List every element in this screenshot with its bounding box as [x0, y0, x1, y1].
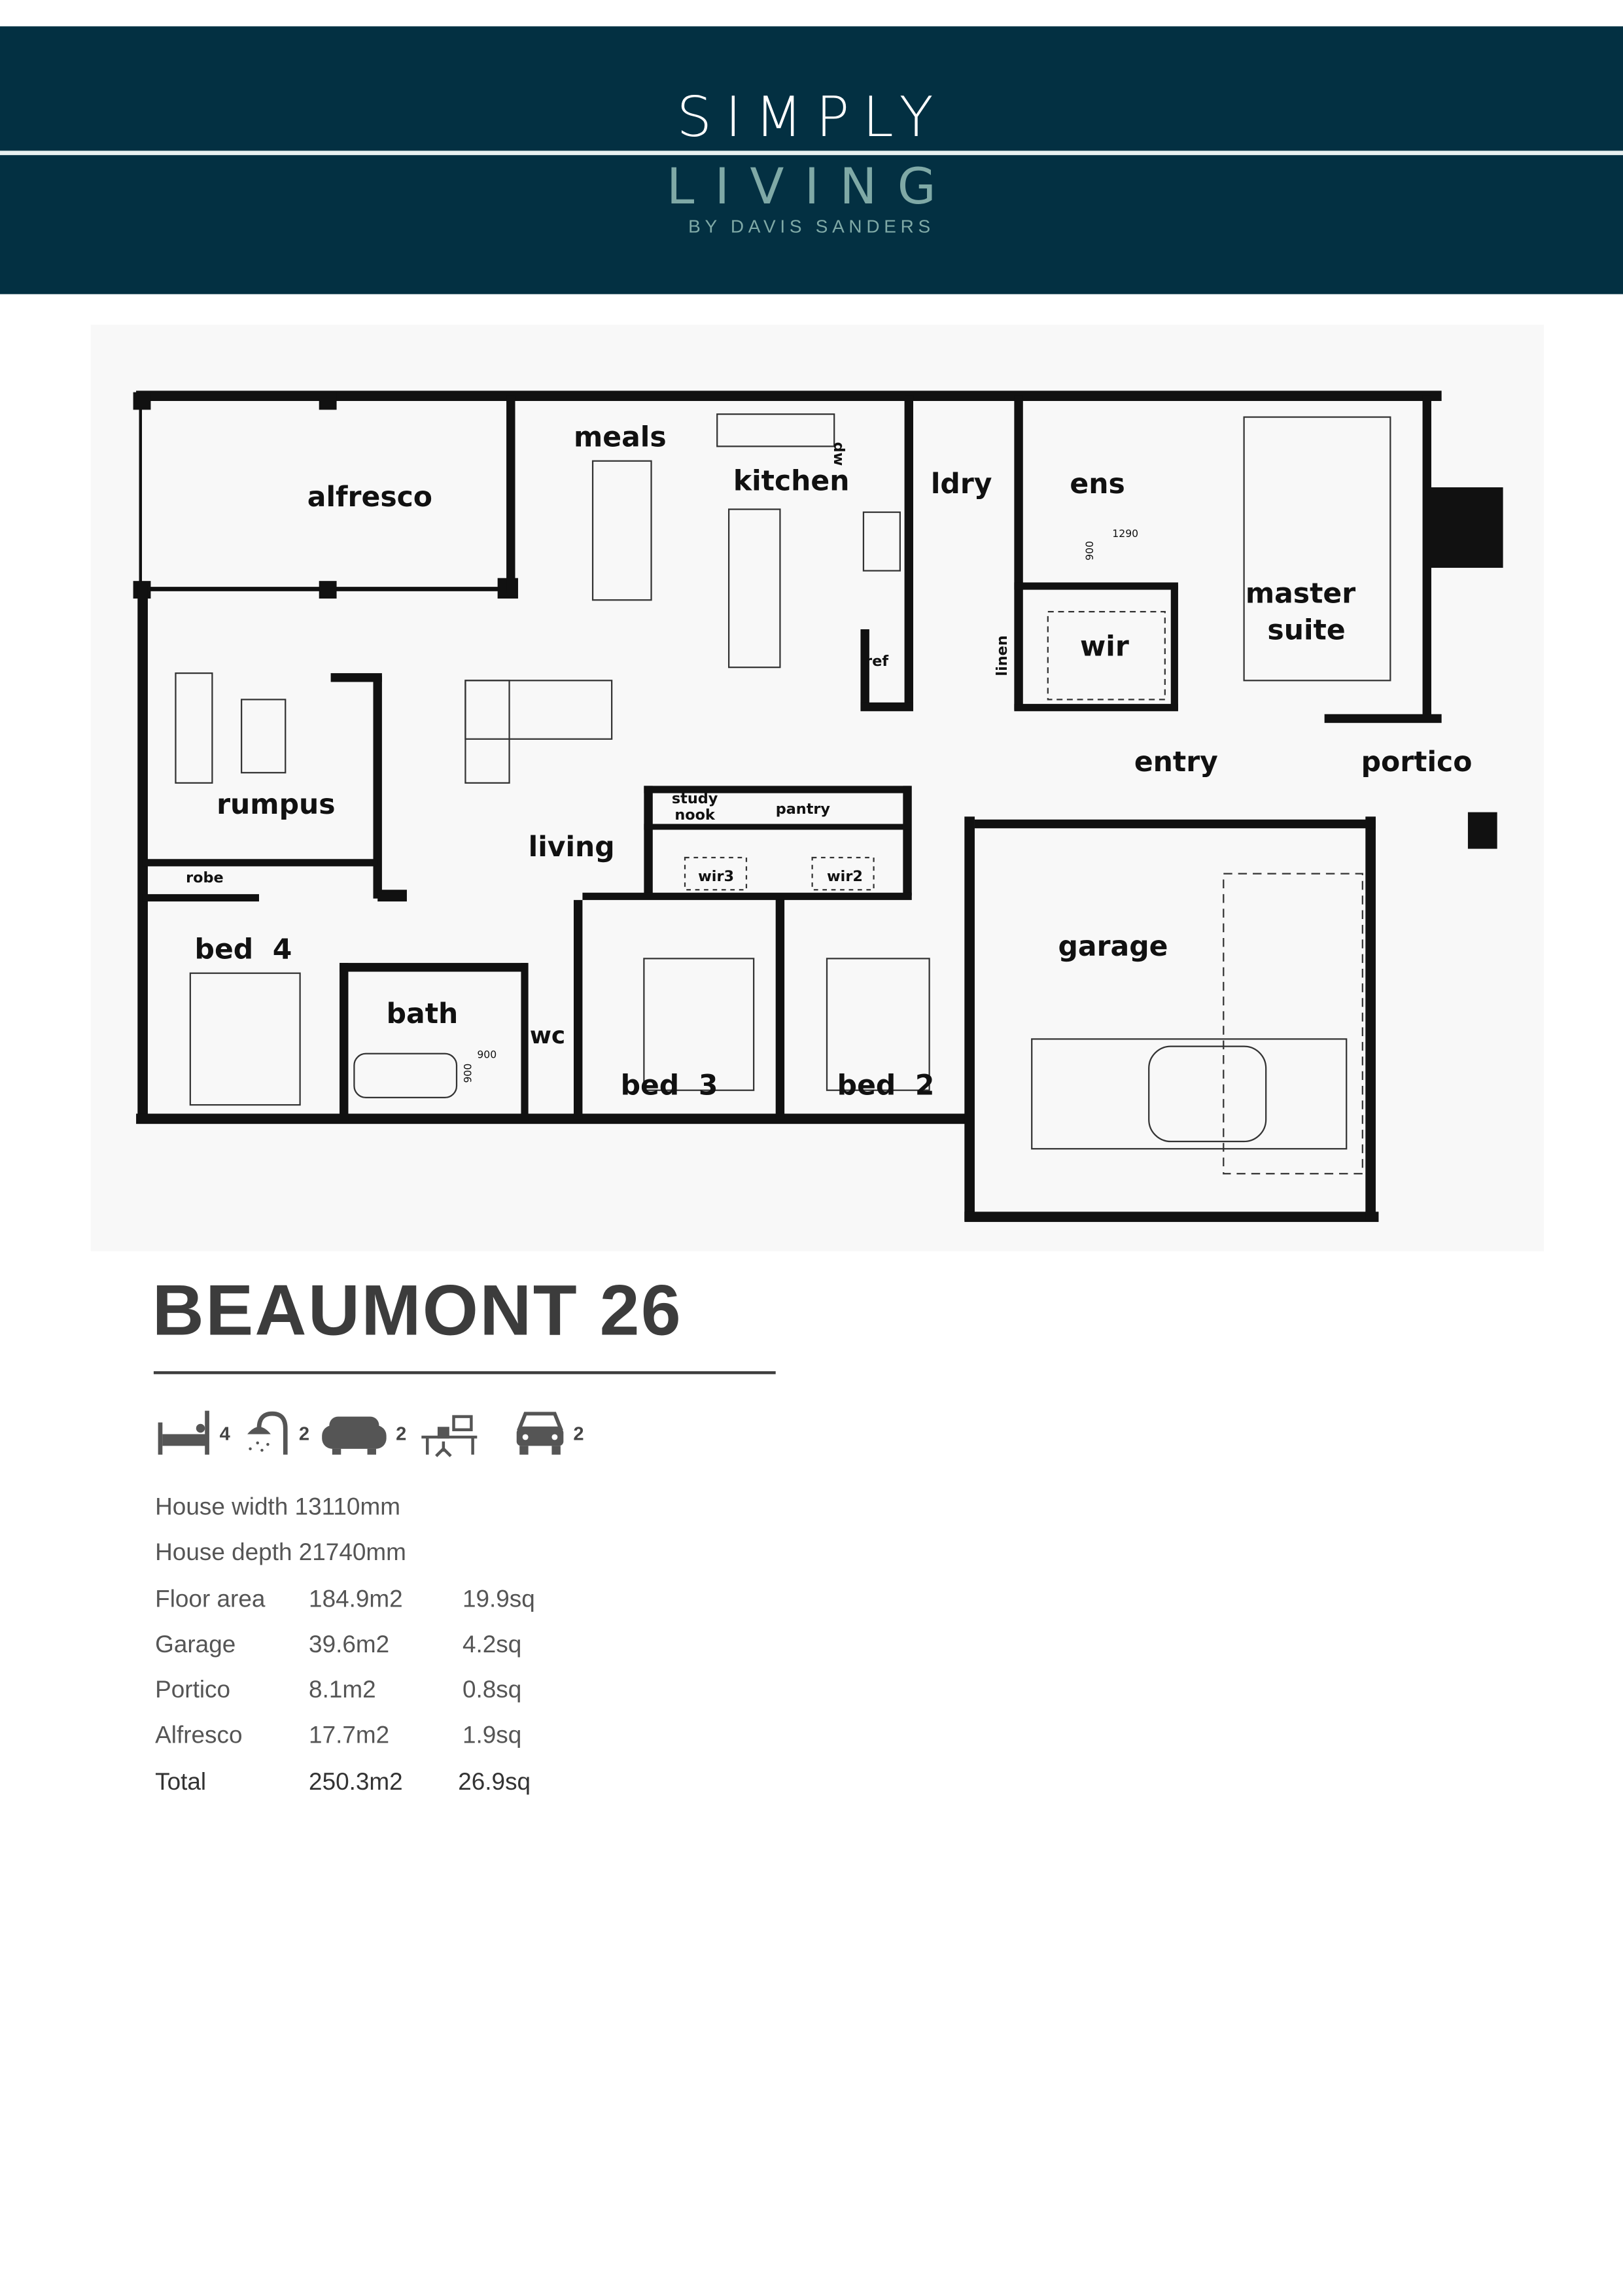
- label-dw: dw: [830, 442, 847, 466]
- spec-label: Total: [155, 1769, 207, 1796]
- floor-plan: alfresco meals kitchen ldry ens master s…: [133, 391, 1503, 1223]
- label-pantry: pantry: [776, 801, 831, 818]
- spec-sq: 1.9sq: [462, 1722, 522, 1749]
- sofa-icon: [323, 1416, 387, 1455]
- logo-simply: SIMPLY: [676, 84, 947, 150]
- label-suite: suite: [1267, 615, 1345, 647]
- dim-ens-shower-depth: 900: [1083, 541, 1096, 561]
- spec-m2: 8.1m2: [309, 1677, 376, 1704]
- label-garage: garage: [1058, 931, 1168, 963]
- spec-sq: 19.9sq: [462, 1586, 535, 1613]
- spec-label: Floor area: [155, 1586, 266, 1613]
- car-icon: [516, 1412, 563, 1455]
- label-linen: linen: [994, 635, 1011, 676]
- label-nook: nook: [674, 807, 716, 824]
- title-rule: [153, 1371, 776, 1374]
- garage-count: 2: [573, 1421, 584, 1444]
- feature-icons: 4 2 2 2: [156, 1408, 595, 1457]
- label-master: master: [1246, 578, 1355, 610]
- label-bed2: bed 2: [837, 1070, 935, 1102]
- label-meals: meals: [574, 421, 667, 453]
- label-robe: robe: [186, 869, 224, 886]
- label-ref: ref: [865, 653, 888, 670]
- spec-sq: 0.8sq: [462, 1677, 522, 1704]
- label-entry: entry: [1134, 746, 1218, 778]
- spec-m2: 39.6m2: [309, 1631, 390, 1658]
- label-study: study: [672, 790, 718, 807]
- label-ldry: ldry: [931, 468, 992, 500]
- spec-label: Alfresco: [155, 1722, 243, 1749]
- fixtures: [175, 413, 1391, 1175]
- dim-bath-shower-depth: 900: [461, 1064, 474, 1083]
- label-portico: portico: [1361, 746, 1473, 778]
- logo-living: LIVING: [666, 158, 957, 217]
- spec-sq: 4.2sq: [462, 1631, 522, 1658]
- spec-text: House depth 21740mm: [155, 1539, 406, 1566]
- logo-tagline: BY DAVIS SANDERS: [688, 217, 935, 237]
- header-banner: SIMPLY LIVING BY DAVIS SANDERS: [0, 26, 1623, 294]
- study-desk-icon: [421, 1415, 477, 1457]
- dim-bath-shower-width: 900: [477, 1048, 497, 1060]
- spec-text: House width 13110mm: [155, 1494, 400, 1521]
- spec-m2: 17.7m2: [309, 1722, 390, 1749]
- spec-label: Portico: [155, 1677, 231, 1704]
- living-count: 2: [396, 1421, 407, 1444]
- label-living: living: [529, 831, 615, 863]
- spec-sq: 26.9sq: [458, 1769, 531, 1796]
- bed-icon: [158, 1410, 209, 1455]
- bedroom-count: 4: [219, 1421, 230, 1444]
- label-bed4: bed 4: [195, 933, 292, 965]
- shower-icon: [247, 1411, 288, 1455]
- label-alfresco: alfresco: [307, 481, 432, 513]
- label-wir: wir: [1080, 631, 1129, 663]
- plan-title: BEAUMONT 26: [152, 1272, 683, 1351]
- bathroom-count: 2: [298, 1421, 310, 1444]
- label-bed3: bed 3: [621, 1070, 718, 1102]
- header-divider: [0, 150, 1623, 156]
- label-rumpus: rumpus: [217, 789, 335, 821]
- dim-ens-shower-width: 1290: [1112, 527, 1138, 540]
- label-wir3: wir3: [698, 868, 734, 885]
- label-ens: ens: [1070, 468, 1125, 500]
- spec-m2: 250.3m2: [309, 1769, 403, 1796]
- label-wc: wc: [530, 1022, 565, 1049]
- label-bath: bath: [387, 998, 459, 1030]
- label-wir2: wir2: [827, 868, 863, 885]
- walls: [133, 391, 1503, 1223]
- spec-m2: 184.9m2: [309, 1586, 403, 1613]
- room-labels: alfresco meals kitchen ldry ens master s…: [186, 421, 1472, 1102]
- label-kitchen: kitchen: [733, 465, 850, 497]
- spec-label: Garage: [155, 1631, 236, 1658]
